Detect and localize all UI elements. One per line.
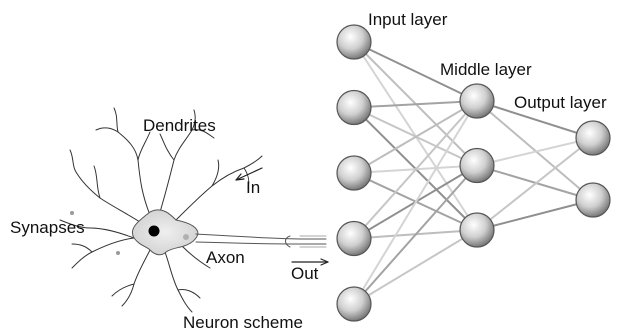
label-input-layer: Input layer xyxy=(368,10,448,29)
input-node xyxy=(336,24,372,60)
connection-line xyxy=(353,100,478,240)
synapse-dot xyxy=(70,211,74,215)
label-output-layer: Output layer xyxy=(514,93,607,112)
connection-line xyxy=(353,41,478,102)
connection-line xyxy=(476,100,594,201)
input-node xyxy=(336,89,372,126)
network-nodes xyxy=(336,24,611,322)
synapse-dot xyxy=(183,234,189,240)
dendrites xyxy=(69,107,263,223)
connection-line xyxy=(353,100,478,109)
connection-line xyxy=(353,100,478,174)
middle-node xyxy=(459,83,495,119)
in-arrow xyxy=(235,167,263,181)
middle-node xyxy=(459,147,495,184)
connection-line xyxy=(476,100,594,139)
label-axon: Axon xyxy=(206,248,245,267)
input-node xyxy=(336,220,372,257)
label-neuron-scheme: Neuron scheme xyxy=(183,313,304,332)
output-node xyxy=(575,182,611,218)
label-dendrites: Dendrites xyxy=(143,116,216,135)
neuron-scheme xyxy=(59,107,329,313)
input-node xyxy=(336,286,372,322)
connection-line xyxy=(353,100,478,305)
connection-line xyxy=(353,229,478,305)
synapse-branches xyxy=(59,219,211,313)
input-node xyxy=(336,155,372,191)
label-in: In xyxy=(246,178,261,197)
out-arrow xyxy=(291,258,329,266)
connection-line xyxy=(476,137,594,231)
label-out: Out xyxy=(291,264,319,283)
cell-body xyxy=(132,209,199,256)
axon xyxy=(195,233,327,248)
nucleus xyxy=(148,225,160,237)
synapse-dot xyxy=(116,251,120,255)
connection-line xyxy=(476,199,594,231)
middle-node xyxy=(459,212,495,248)
output-node xyxy=(575,120,611,156)
label-synapses: Synapses xyxy=(10,218,85,237)
connection-line xyxy=(476,137,594,167)
network-connections xyxy=(353,41,594,305)
connection-line xyxy=(353,164,478,305)
label-middle-layer: Middle layer xyxy=(440,60,532,79)
